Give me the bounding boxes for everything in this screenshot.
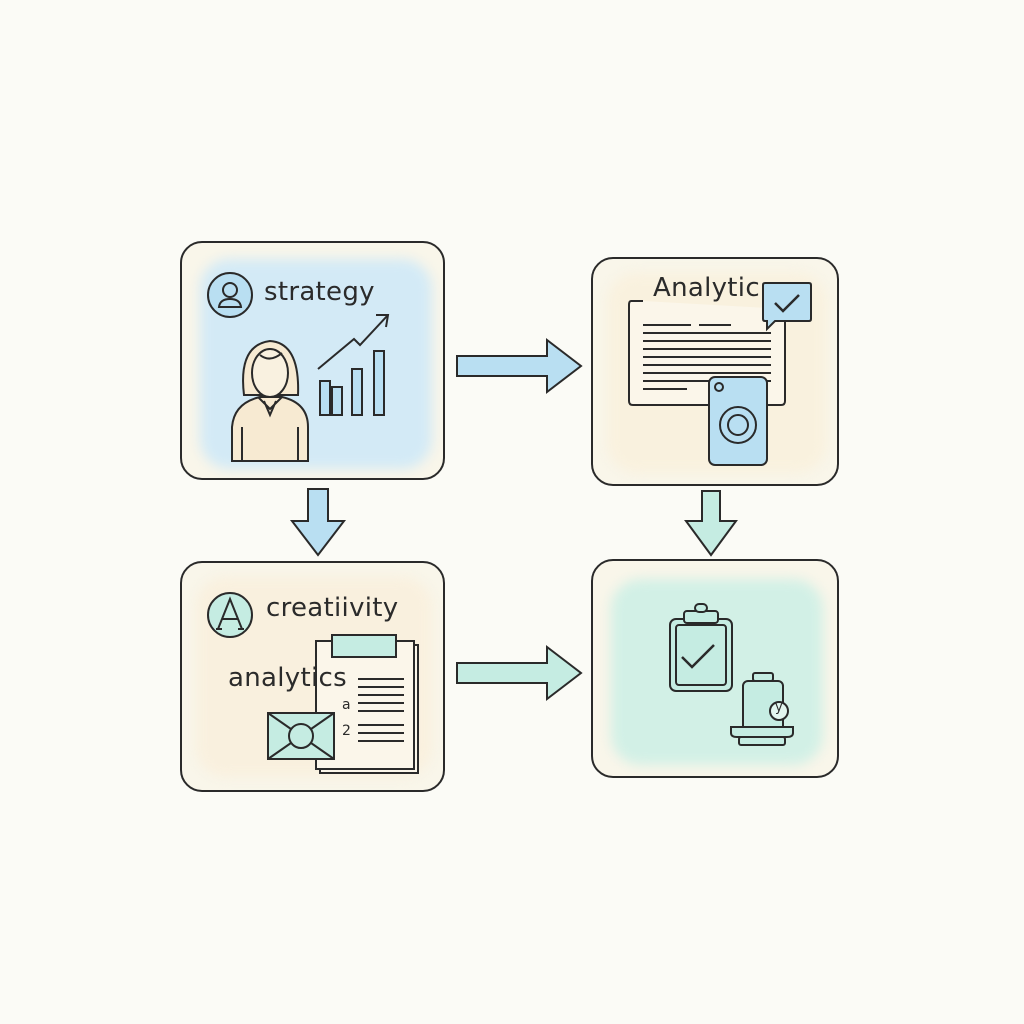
analytic-label: Analytic xyxy=(653,273,760,303)
creativity-panel: creatiivity a 2 analytics xyxy=(180,561,445,792)
arrow-creativity-to-results xyxy=(456,644,583,702)
camera-phone-icon xyxy=(708,376,768,466)
list-marker-2: 2 xyxy=(342,723,352,739)
analytics-sublabel: analytics xyxy=(228,663,347,693)
user-circle-icon xyxy=(207,272,253,318)
arrow-strategy-to-creativity xyxy=(289,488,347,557)
bar-chart-icon xyxy=(319,350,385,416)
strategy-label: strategy xyxy=(264,277,375,307)
clipboard-check-icon xyxy=(669,603,733,692)
person-icon xyxy=(231,339,309,462)
check-speech-bubble-icon xyxy=(762,282,812,332)
analytic-panel: Analytic xyxy=(591,257,839,486)
results-panel: y xyxy=(591,559,839,778)
list-marker-a: a xyxy=(342,697,351,713)
strategy-panel: strategy xyxy=(180,241,445,480)
envelope-icon xyxy=(267,712,335,760)
letter-a-circle-icon xyxy=(207,592,253,638)
arrow-strategy-to-analytic xyxy=(456,337,583,395)
battery-stand-icon xyxy=(730,672,794,746)
creativity-label: creatiivity xyxy=(266,593,399,623)
trend-arrow-icon xyxy=(317,314,390,370)
badge-y: y xyxy=(775,700,783,715)
arrow-analytic-to-results xyxy=(684,490,738,557)
